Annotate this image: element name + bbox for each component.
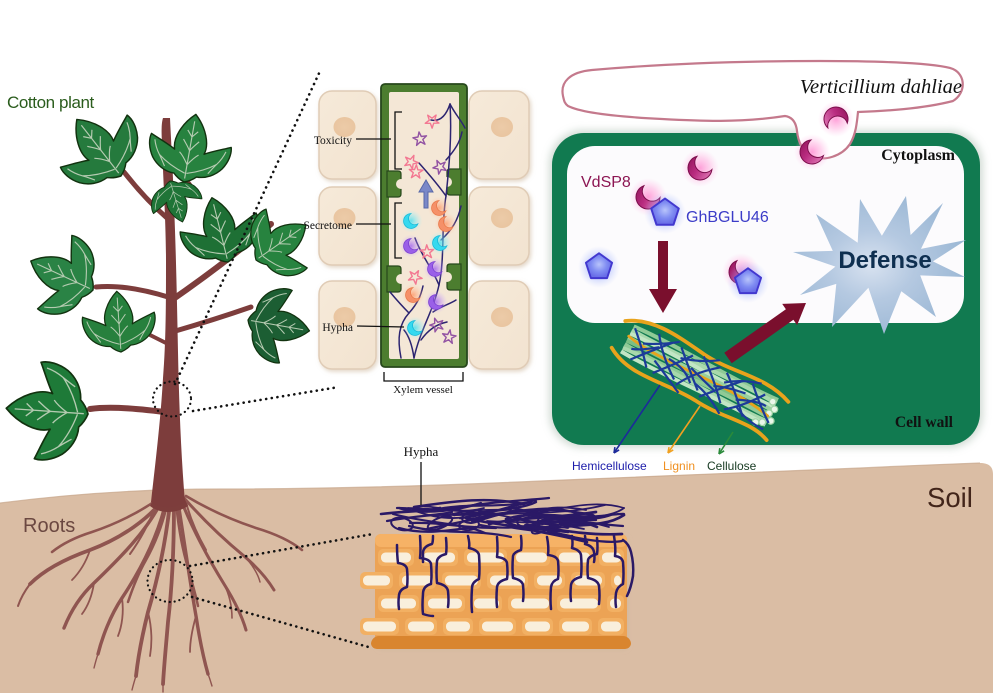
svg-text:Soil: Soil [927,482,973,513]
svg-text:Cellulose: Cellulose [707,459,757,473]
svg-text:Hemicellulose: Hemicellulose [572,459,647,473]
svg-text:VdSP8: VdSP8 [581,174,631,191]
svg-text:Roots: Roots [23,515,75,537]
svg-text:GhBGLU46: GhBGLU46 [686,209,769,226]
svg-text:Cytoplasm: Cytoplasm [881,147,955,164]
svg-text:Defense: Defense [838,247,931,274]
svg-text:Toxicity: Toxicity [314,135,352,147]
svg-text:Verticillium dahliae: Verticillium dahliae [800,76,962,98]
svg-text:Xylem vessel: Xylem vessel [393,384,453,396]
svg-text:Secretome: Secretome [303,220,352,232]
svg-text:Hypha: Hypha [322,322,353,334]
svg-text:Lignin: Lignin [663,459,695,473]
svg-text:Cotton plant: Cotton plant [7,93,95,112]
svg-text:Hypha: Hypha [404,444,439,459]
svg-text:Cell wall: Cell wall [895,414,954,431]
